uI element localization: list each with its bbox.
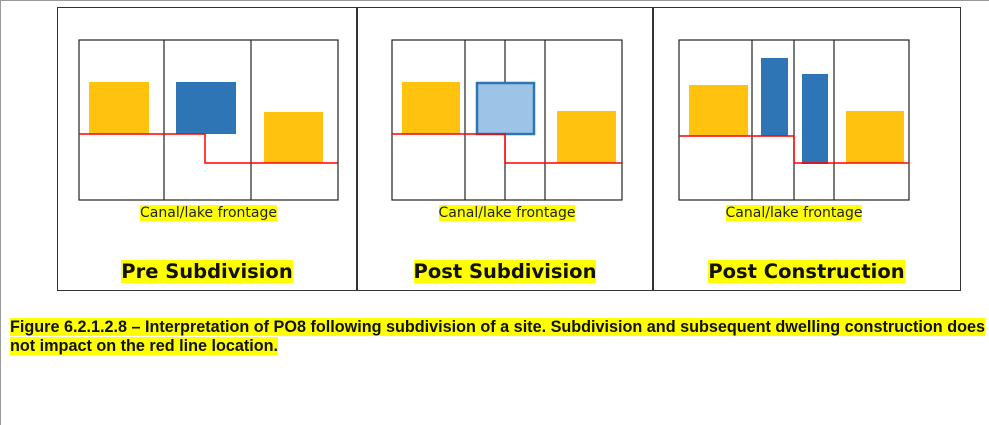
site-boundary <box>78 39 339 201</box>
new-dwelling <box>761 58 788 136</box>
existing-dwelling <box>846 111 904 163</box>
frontage-label: Canal/lake frontage <box>140 205 277 221</box>
figure-box <box>57 7 961 291</box>
figure-caption: Figure 6.2.1.2.8 – Interpretation of PO8… <box>10 318 985 355</box>
red-line <box>679 135 909 164</box>
existing-dwelling <box>689 85 748 136</box>
page-top-border <box>0 0 989 1</box>
red-line <box>79 133 338 164</box>
existing-dwelling-blue <box>176 82 236 134</box>
panel-post-subdivision <box>391 39 623 201</box>
panel-divider <box>356 8 358 290</box>
red-line <box>392 133 622 164</box>
new-dwelling <box>802 74 828 164</box>
panel-title-pre: Pre Subdivision <box>121 260 293 283</box>
existing-dwelling <box>557 111 616 163</box>
panel-divider <box>652 8 654 290</box>
existing-dwelling <box>89 82 149 134</box>
panel-post-construction <box>678 39 910 201</box>
existing-dwelling <box>402 82 460 134</box>
frontage-label: Canal/lake frontage <box>725 205 863 221</box>
frontage-label: Canal/lake frontage <box>438 205 576 221</box>
existing-dwelling <box>264 112 323 163</box>
page-left-border <box>0 0 1 425</box>
panel-title-post-construction: Post Construction <box>708 260 905 283</box>
site-boundary <box>391 39 623 201</box>
planned-dwelling <box>475 81 536 136</box>
panel-title-post-subdivision: Post Subdivision <box>413 260 597 283</box>
panel-pre-subdivision <box>78 39 339 201</box>
